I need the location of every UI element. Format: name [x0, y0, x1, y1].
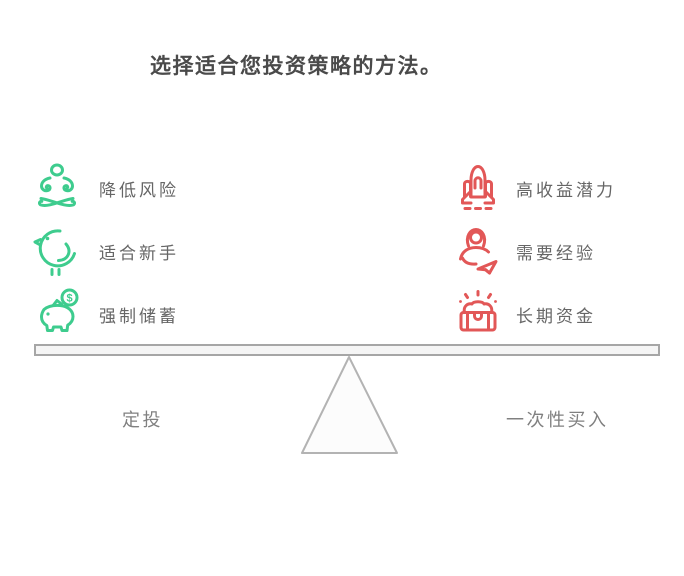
left-benefits-list: 降低风险 适合新手 $: [31, 162, 179, 340]
list-item: 适合新手: [31, 225, 179, 277]
rocket-icon: [452, 162, 504, 214]
fulcrum-triangle: [301, 356, 398, 454]
trait-label: 高收益潜力: [516, 180, 616, 200]
meditation-icon: [31, 162, 83, 214]
bird-icon: [31, 225, 83, 277]
right-traits-list: 高收益潜力 需要经验: [452, 162, 616, 340]
list-item: 降低风险: [31, 162, 179, 214]
benefit-label: 适合新手: [99, 243, 179, 263]
benefit-label: 强制储蓄: [99, 306, 179, 326]
list-item: 高收益潜力: [452, 162, 616, 214]
list-item: 长期资金: [452, 288, 616, 340]
page-title: 选择适合您投资策略的方法。: [150, 55, 443, 78]
piggy-bank-icon: $: [31, 288, 83, 340]
list-item: 需要经验: [452, 225, 616, 277]
benefit-label: 降低风险: [99, 180, 179, 200]
treasure-chest-icon: [452, 288, 504, 340]
trait-label: 长期资金: [516, 306, 596, 326]
list-item: $ 强制储蓄: [31, 288, 179, 340]
svg-text:$: $: [66, 293, 72, 305]
trait-label: 需要经验: [516, 243, 596, 263]
balance-beam: [34, 344, 660, 356]
seesaw-left-label: 定投: [122, 410, 163, 430]
experience-icon: [452, 225, 504, 277]
seesaw-right-label: 一次性买入: [506, 410, 609, 430]
